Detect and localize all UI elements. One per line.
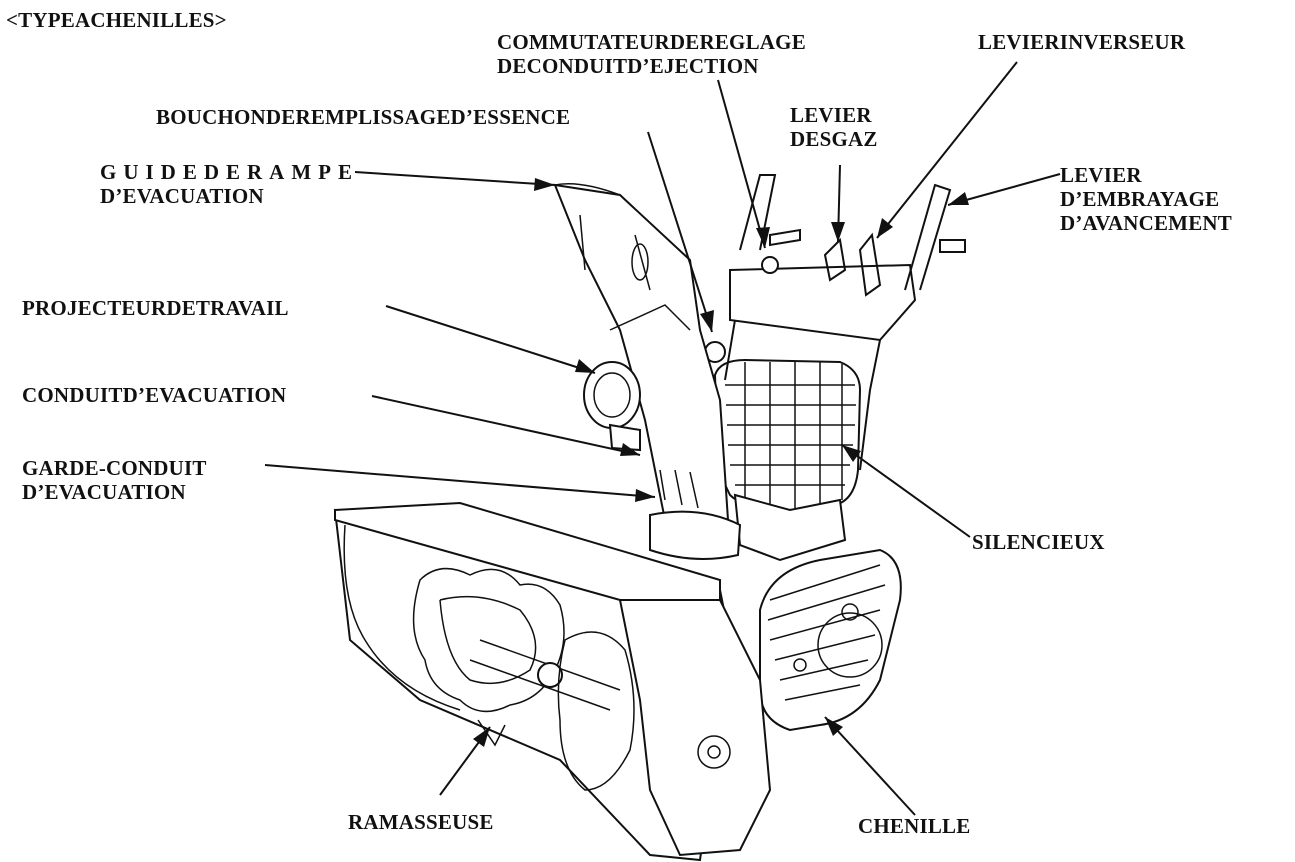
- label-chenille: CHENILLE: [858, 814, 971, 838]
- leader-levier-inverseur: [876, 61, 1018, 239]
- label-commutateur: COMMUTATEURDEREGLAGE DECONDUITD’EJECTION: [497, 30, 806, 78]
- label-levier-embrayage: LEVIER D’EMBRAYAGE D’AVANCEMENT: [1060, 163, 1232, 235]
- leader-projecteur: [385, 305, 596, 374]
- leader-conduit: [371, 395, 641, 456]
- label-levier-inverseur: LEVIERINVERSEUR: [978, 30, 1186, 54]
- work-light-drawing: [583, 361, 641, 452]
- label-garde-conduit: GARDE-CONDUIT D’EVACUATION: [22, 456, 207, 504]
- leader-guide-rampe: [354, 171, 556, 186]
- auger-housing-drawing: [333, 501, 772, 862]
- label-levier-gaz: LEVIER DESGAZ: [790, 103, 878, 151]
- leader-lines: [264, 61, 1061, 816]
- label-conduit: CONDUITD’EVACUATION: [22, 383, 287, 407]
- leader-chenille: [824, 716, 916, 816]
- chute-drawing: [553, 183, 742, 560]
- leader-garde-conduit: [264, 464, 656, 498]
- label-bouchon: BOUCHONDEREMPLISSAGED’ESSENCE: [156, 105, 571, 129]
- leader-bouchon: [647, 131, 713, 333]
- handle-panel-drawing: [724, 174, 966, 471]
- type-label: <TYPEACHENILLES>: [6, 8, 227, 32]
- label-silencieux: SILENCIEUX: [972, 530, 1105, 554]
- label-projecteur: PROJECTEURDETRAVAIL: [22, 296, 289, 320]
- leader-silencieux: [841, 444, 971, 538]
- label-ramasseuse: RAMASSEUSE: [348, 810, 494, 834]
- leader-commutateur: [717, 79, 766, 249]
- engine-drawing: [704, 341, 862, 562]
- auger-drawing: [412, 567, 635, 791]
- label-guide-rampe: GUIDEDERAMPE D’EVACUATION: [100, 160, 360, 208]
- track-drawing: [759, 548, 902, 732]
